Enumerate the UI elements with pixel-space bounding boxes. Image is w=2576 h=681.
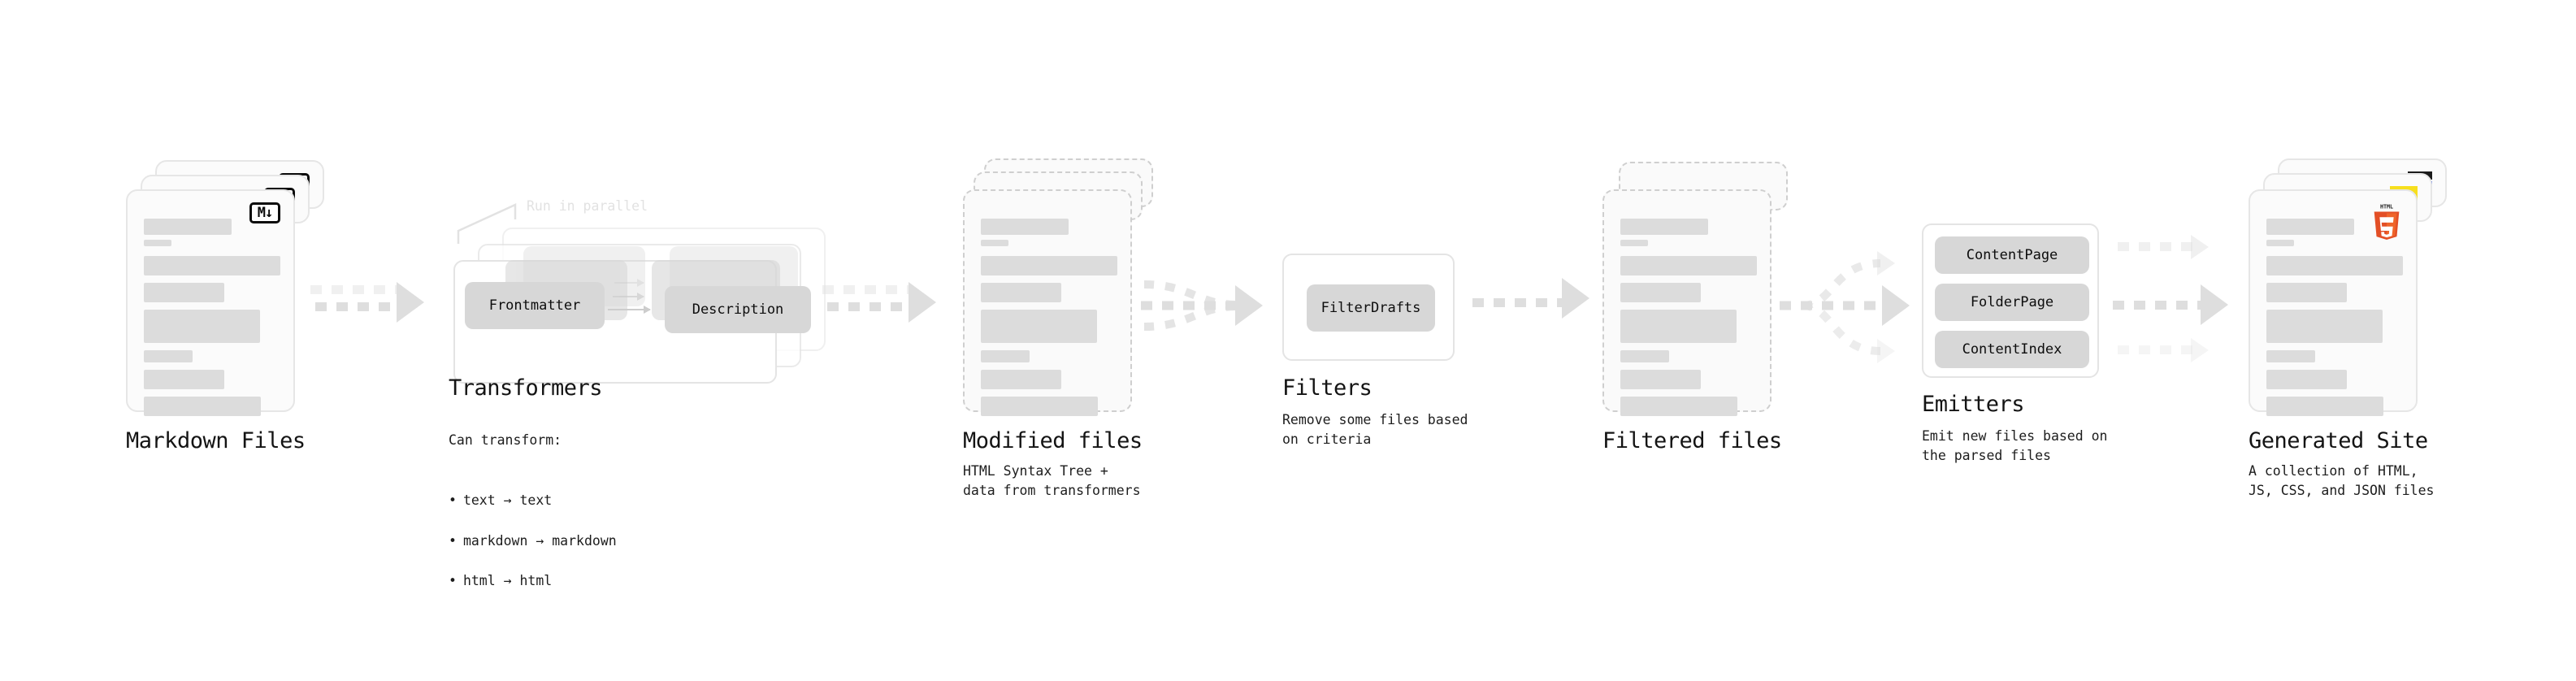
placeholder-bar [2266, 240, 2294, 246]
placeholder-bar [1620, 219, 1708, 235]
stage-caption-modified-files: HTML Syntax Tree + data from transformer… [963, 463, 1141, 498]
placeholder-bar [144, 310, 260, 343]
placeholder-bar [144, 397, 262, 416]
placeholder-bar [2266, 310, 2383, 343]
document-placeholder-lines [2266, 219, 2403, 423]
connector-filters-to-filtered [1472, 278, 1602, 319]
placeholder-bar [1620, 256, 1757, 275]
placeholder-bar [1620, 350, 1670, 362]
placeholder-bar [2266, 219, 2354, 235]
placeholder-bar [981, 370, 1062, 389]
placeholder-bar [2266, 256, 2403, 275]
stage-caption-transformers: Can transform: text → text markdown → ma… [449, 410, 617, 631]
placeholder-bar [2266, 350, 2316, 362]
connector-filtered-to-emitters [1780, 228, 1926, 382]
document-placeholder-lines [144, 219, 280, 423]
placeholder-bar [1620, 283, 1702, 302]
document-placeholder-lines [981, 219, 1117, 423]
connector-emitters-to-site [2113, 228, 2259, 382]
transform-list: text → text markdown → markdown html → h… [449, 471, 617, 611]
stage-filters-box: FilterDrafts [1282, 254, 1455, 361]
filtered-file-card-front [1602, 189, 1772, 416]
placeholder-bar [981, 219, 1069, 235]
placeholder-bar [981, 310, 1097, 343]
placeholder-bar [144, 370, 225, 389]
converge-path [1141, 280, 1238, 331]
placeholder-bar [144, 350, 193, 362]
stage-title-markdown-files: Markdown Files [126, 428, 306, 453]
stage-caption-emitters: Emit new files based on the parsed files [1922, 428, 2108, 463]
placeholder-bar [1620, 397, 1738, 416]
connector-transformers-to-modified [822, 282, 952, 323]
placeholder-bar [1620, 370, 1702, 389]
html5-icon: HTML [2374, 204, 2400, 240]
transformer-pill-description[interactable]: Description [665, 286, 811, 333]
placeholder-bar [2266, 370, 2348, 389]
generated-site-card-front: HTML [2249, 189, 2418, 416]
stage-title-filters: Filters [1282, 375, 1373, 401]
emitter-pill-contentindex[interactable]: ContentIndex [1935, 331, 2089, 368]
placeholder-bar [1620, 310, 1737, 343]
run-in-parallel-label: Run in parallel [527, 198, 648, 214]
placeholder-bar [2266, 283, 2348, 302]
placeholder-bar [981, 350, 1030, 362]
connector-markdown-to-transformers [310, 282, 431, 323]
placeholder-bar [144, 283, 225, 302]
placeholder-bar [2266, 397, 2384, 416]
filter-pill-filterdrafts[interactable]: FilterDrafts [1307, 284, 1435, 332]
transformer-flow-arrow-2 [613, 293, 644, 301]
placeholder-bar [144, 256, 280, 275]
emitter-pill-folderpage[interactable]: FolderPage [1935, 284, 2089, 321]
stage-title-modified-files: Modified files [963, 428, 1143, 453]
markdown-icon: M↓ [249, 202, 280, 223]
placeholder-bar [981, 240, 1008, 246]
stage-title-transformers: Transformers [449, 375, 603, 401]
document-placeholder-lines [1620, 219, 1757, 423]
fanout-path [1780, 259, 1887, 355]
stage-caption-generated-site: A collection of HTML, JS, CSS, and JSON … [2249, 463, 2435, 498]
transform-list-item: html → html [449, 571, 617, 592]
transformer-pill-frontmatter[interactable]: Frontmatter [465, 282, 605, 329]
stage-title-emitters: Emitters [1922, 392, 2025, 417]
placeholder-bar [1620, 240, 1648, 246]
parallel-bracket-icon [457, 203, 517, 244]
markdown-file-card-front: M↓ [126, 189, 295, 416]
svg-text:HTML: HTML [2380, 204, 2393, 210]
transform-list-item: markdown → markdown [449, 531, 617, 552]
emitter-pill-contentpage[interactable]: ContentPage [1935, 236, 2089, 274]
transform-list-item: text → text [449, 491, 617, 511]
stage-emitters-box: ContentPage FolderPage ContentIndex [1922, 223, 2099, 378]
placeholder-bar [981, 256, 1117, 275]
modified-file-card-front [963, 189, 1132, 416]
transformer-flow-arrow-1 [608, 306, 651, 314]
placeholder-bar [144, 219, 232, 235]
transformer-flow-arrow-3 [614, 279, 644, 287]
connector-modified-to-filters [1141, 260, 1287, 349]
stage-caption-filters: Remove some files based on criteria [1282, 412, 1468, 447]
placeholder-bar [981, 397, 1099, 416]
placeholder-bar [981, 283, 1062, 302]
caption-intro: Can transform: [449, 432, 562, 448]
stage-title-filtered-files: Filtered files [1602, 428, 1782, 453]
placeholder-bar [144, 240, 171, 246]
stage-title-generated-site: Generated Site [2249, 428, 2428, 453]
